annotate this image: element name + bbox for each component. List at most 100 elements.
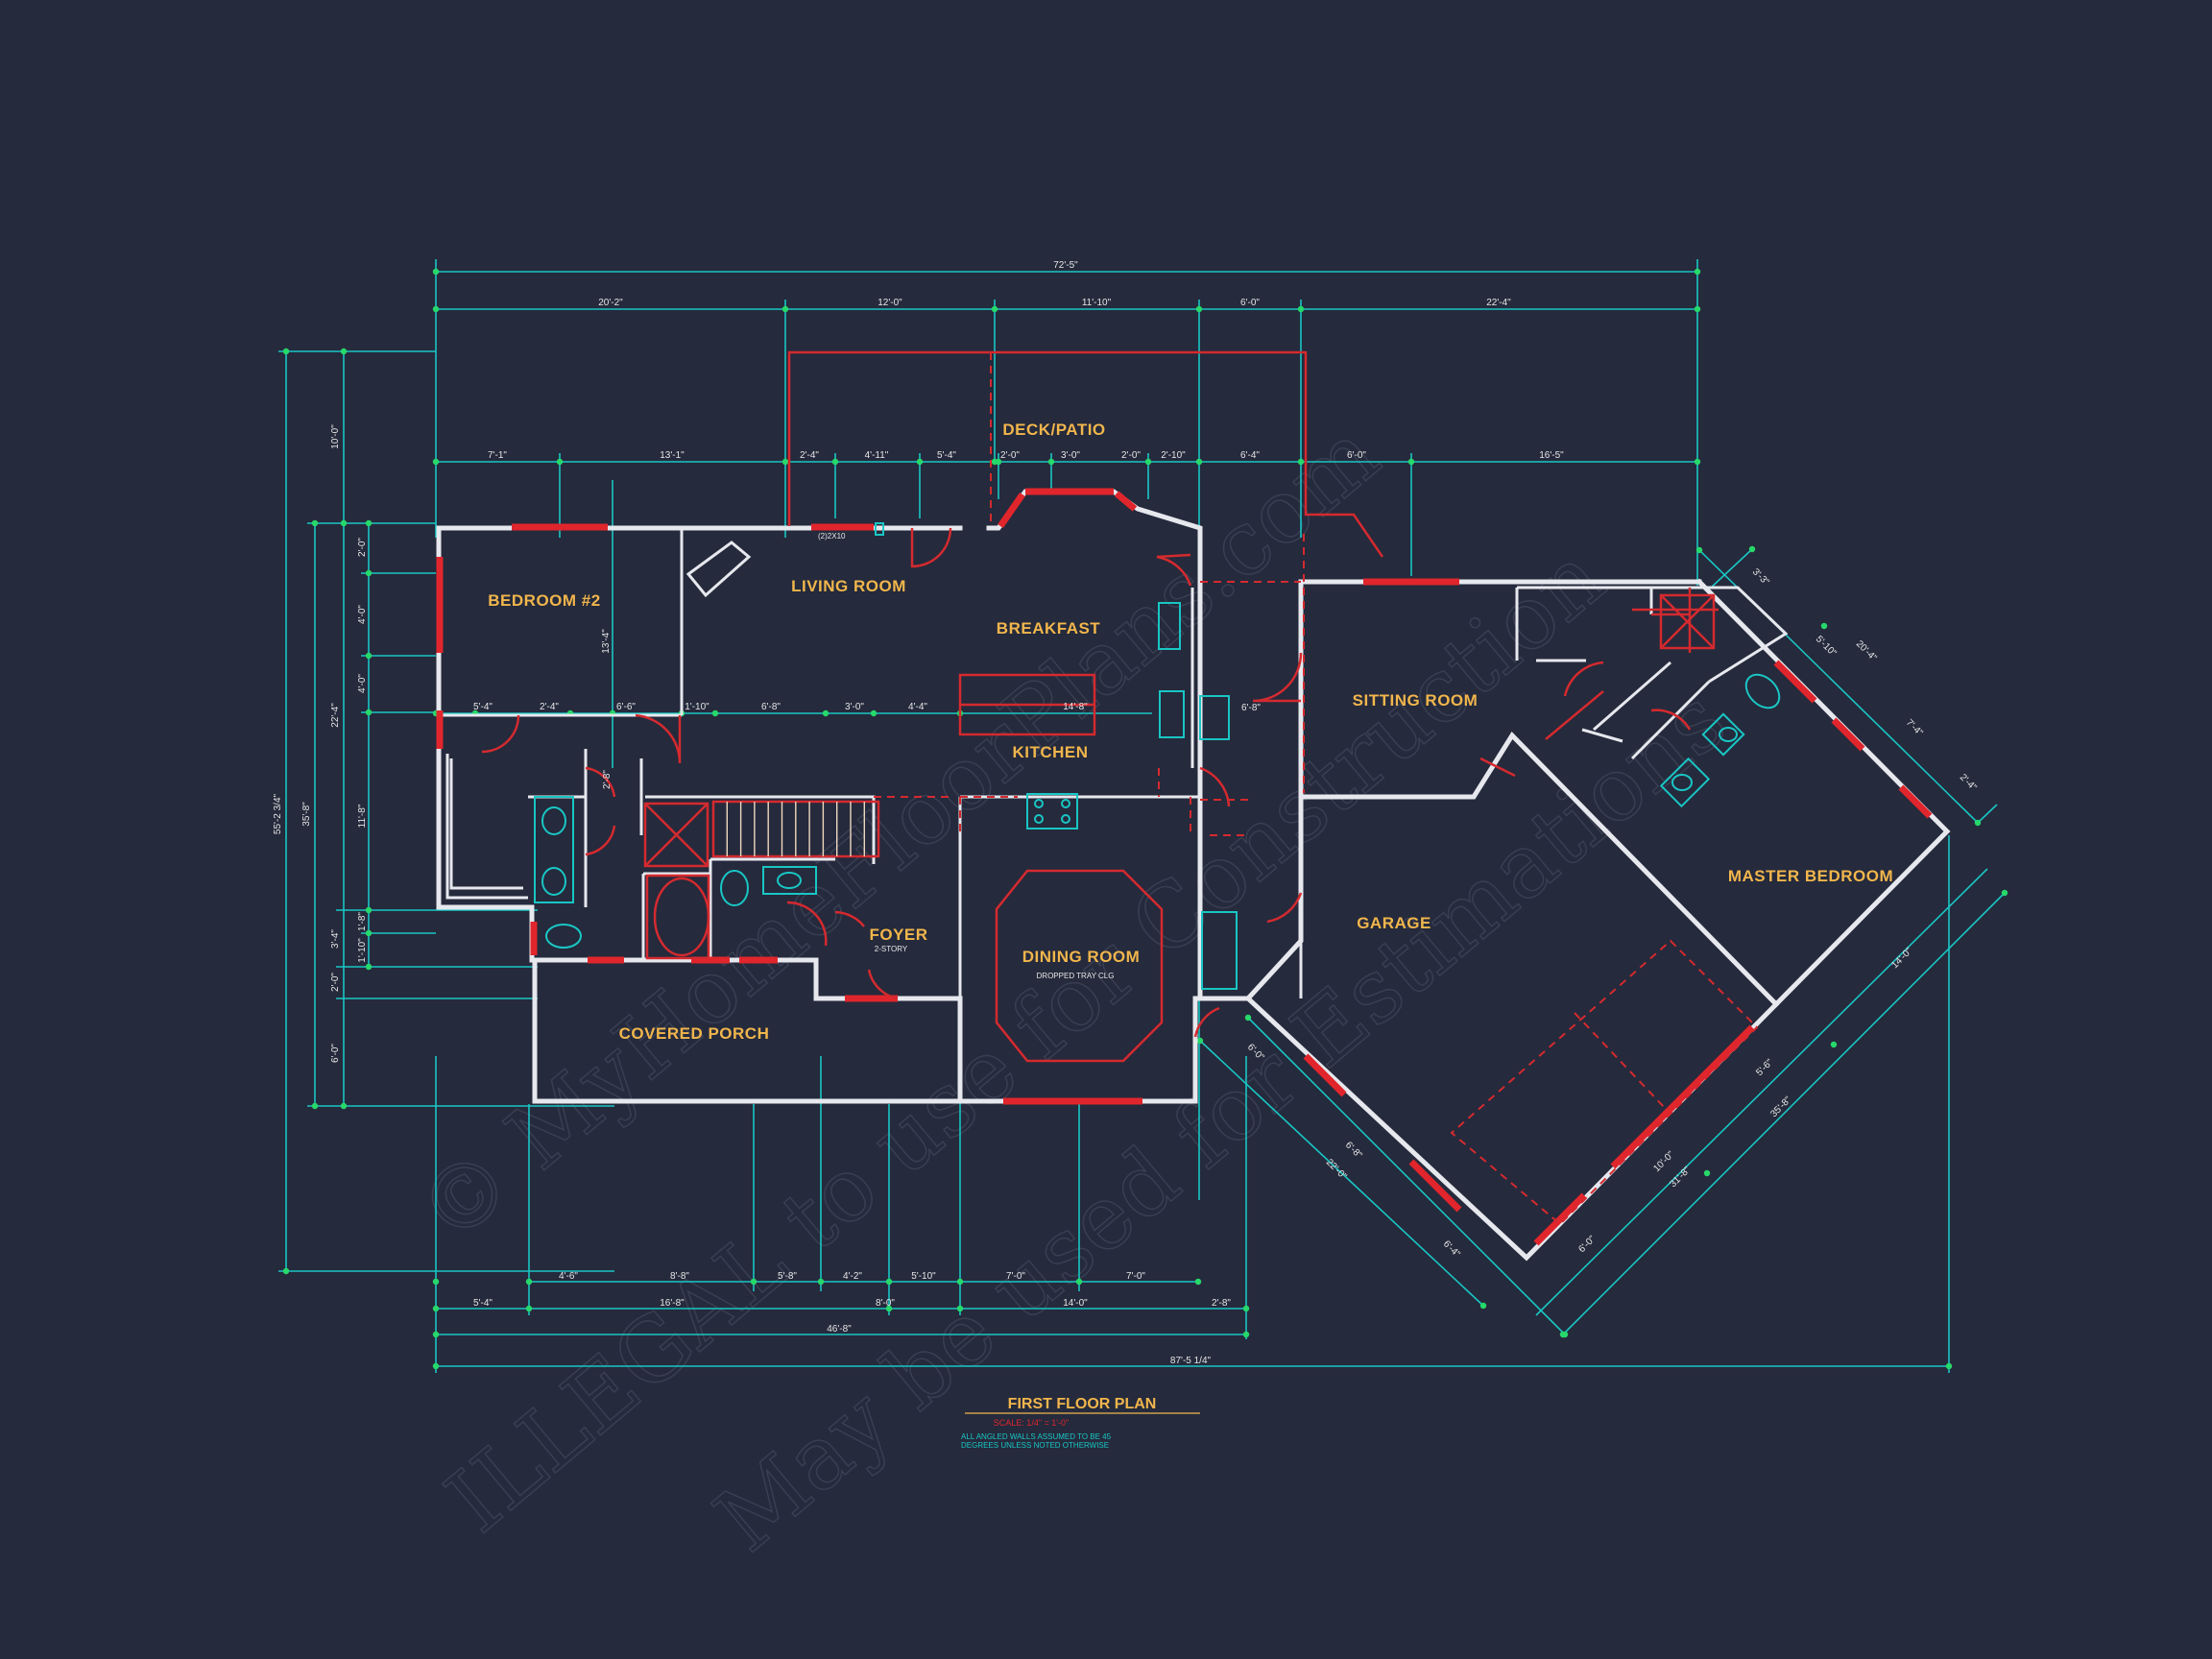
dimension-mark: [432, 1305, 440, 1312]
room-label-kitchen: KITCHEN: [1012, 743, 1088, 761]
dimension-mark: [432, 1278, 440, 1286]
dimension-mark: [956, 1278, 964, 1286]
dimension-mark: [1194, 1278, 1202, 1286]
dim-mid-10: 6'-0": [1347, 450, 1366, 461]
dimension-mark: [525, 1305, 533, 1312]
dimension-mark: [282, 348, 290, 355]
title-block: FIRST FLOOR PLAN SCALE: 1/4" = 1'-0" ALL…: [961, 1396, 1200, 1450]
dim-mid-3: 4'-11": [865, 450, 889, 461]
plan-note-2: DEGREES UNLESS NOTED OTHERWISE: [961, 1441, 1109, 1450]
dim-left-0: 10'-0": [330, 424, 341, 449]
dim-mid-1: 13'-1": [660, 450, 685, 461]
dimension-mark: [916, 458, 924, 466]
dimension-mark: [1561, 1331, 1569, 1338]
dining-note: DROPPED TRAY CLG: [1037, 972, 1115, 980]
dimension-mark: [365, 963, 373, 971]
dim-mid-4: 5'-4": [937, 450, 956, 461]
dimension-mark: [885, 1278, 893, 1286]
dimension-mark: [2001, 889, 2008, 897]
dimension-mark: [1695, 546, 1703, 554]
dimension-mark: [1195, 305, 1203, 313]
dim-right-side-1: 5'-6": [1754, 1057, 1775, 1078]
plan-note-1: ALL ANGLED WALLS ASSUMED TO BE 45: [961, 1432, 1112, 1441]
dim-left-inner-4: 1'-8": [357, 912, 368, 931]
dimension-mark: [831, 458, 839, 466]
room-label-garage: GARAGE: [1357, 914, 1431, 932]
dim-top-2: 11'-10": [1082, 298, 1112, 308]
dim-mid-5: 2'-0": [1000, 450, 1020, 461]
dimension-mark: [556, 458, 564, 466]
dimension-mark: [995, 458, 1002, 466]
dim-top-1: 12'-0": [878, 298, 902, 308]
dim-right-side-4: 6'-0": [1576, 1234, 1598, 1255]
dim-bot2-2: 8'-0": [876, 1298, 895, 1309]
dim-bed-0: 5'-4": [473, 702, 493, 712]
dimension-mark: [1242, 1305, 1250, 1312]
dim-left-inner-5: 1'-10": [357, 938, 368, 963]
door-swings: [481, 527, 1692, 1038]
exterior-walls: [436, 489, 1951, 1262]
dimension-mark: [1047, 458, 1055, 466]
dimension-mark: [1974, 819, 1982, 827]
dim-bed-6: 4'-4": [908, 702, 927, 712]
dim-bot1-0: 4'-6": [559, 1271, 578, 1282]
dim-bed-vertical: 13'-4": [601, 629, 612, 654]
dim-left-inner-2: 4'-0": [357, 674, 368, 693]
dim-garage-3: 6'-4": [1441, 1238, 1462, 1260]
dimension-mark: [432, 458, 440, 466]
dimension-mark: [1196, 1037, 1204, 1045]
dimension-mark: [1820, 622, 1828, 630]
dim-right-side-0: 14'-0": [1889, 946, 1914, 971]
dim-right-side-3: 31'-8": [1668, 1165, 1693, 1190]
dimension-mark: [1694, 268, 1701, 276]
room-label-covered-porch: COVERED PORCH: [619, 1024, 770, 1043]
dim-left-second: 35'-8": [301, 802, 312, 827]
dim-bed-7: 14'-8": [1063, 702, 1088, 712]
room-label-deck: DECK/PATIO: [1002, 421, 1105, 439]
dimension-mark: [1945, 1362, 1953, 1370]
dimension-mark: [956, 1305, 964, 1312]
dimension-mark: [1244, 1014, 1252, 1022]
dim-bot1-6: 7'-0": [1126, 1271, 1145, 1282]
dim-top-4: 22'-4": [1486, 298, 1511, 308]
dim-left-2: 3'-4": [330, 929, 341, 949]
dimension-mark: [1144, 458, 1152, 466]
dimension-mark: [1748, 545, 1756, 553]
foyer-note: 2-STORY: [875, 945, 908, 953]
dim-left-inner-1: 4'-0": [357, 605, 368, 624]
dimension-mark: [432, 1362, 440, 1370]
dim-bot1-2: 5'-8": [778, 1271, 797, 1282]
dimension-mark: [1075, 1278, 1083, 1286]
dim-mid-2: 2'-4": [800, 450, 819, 461]
dim-bot-46: 46'-8": [827, 1324, 852, 1334]
dimension-mark: [711, 709, 719, 717]
dim-left-inner-0: 2'-0": [357, 538, 368, 557]
dim-right-top-3: 7'-4": [1904, 717, 1925, 738]
dim-bot2-1: 16'-8": [660, 1298, 685, 1309]
dimension-mark: [1479, 1302, 1487, 1310]
room-label-foyer: FOYER: [869, 926, 927, 944]
dim-bed-1: 2'-4": [540, 702, 559, 712]
dimension-mark: [432, 268, 440, 276]
dim-bot1-3: 4'-2": [843, 1271, 862, 1282]
dimension-mark: [781, 458, 789, 466]
dimension-mark: [365, 569, 373, 577]
room-label-dining-room: DINING ROOM: [1022, 948, 1141, 966]
dimension-mark: [1297, 305, 1305, 313]
dim-left-3: 2'-0": [330, 973, 341, 992]
fixtures: (2)2X10: [534, 522, 1781, 990]
dim-top-3: 6'-0": [1240, 298, 1260, 308]
dimension-mark: [432, 1331, 440, 1338]
dimension-mark: [282, 1267, 290, 1275]
room-label-bedroom-2: BEDROOM #2: [488, 591, 600, 610]
dim-right-side-2: 10'-0": [1651, 1149, 1676, 1174]
room-label-living-room: LIVING ROOM: [791, 577, 906, 595]
dimension-mark: [1694, 305, 1701, 313]
dim-mid-7: 2'-0": [1121, 450, 1141, 461]
dim-bed-3: 1'-10": [685, 702, 709, 712]
windows: [436, 488, 1933, 1246]
plan-scale: SCALE: 1/4" = 1'-0": [994, 1418, 1069, 1428]
window-note: (2)2X10: [818, 532, 846, 541]
dim-left-1: 22'-4": [330, 703, 341, 728]
dimension-mark: [365, 519, 373, 527]
